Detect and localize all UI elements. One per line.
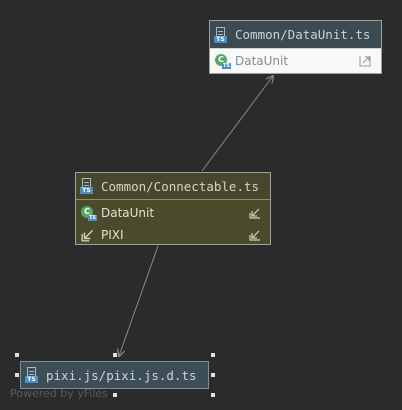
selection-handle[interactable] <box>113 393 117 397</box>
class-export-icon: C TS <box>215 54 231 69</box>
import-arrow-icon <box>249 230 260 241</box>
watermark-text: Powered by yFiles <box>10 387 108 400</box>
node-header: TS pixi.js/pixi.js.d.ts <box>21 362 208 388</box>
edge-connectable-to-dataunit[interactable] <box>201 76 273 172</box>
member-label: DataUnit <box>101 206 155 220</box>
typescript-file-icon: TS <box>214 26 228 43</box>
selection-handle[interactable] <box>15 353 19 357</box>
node-pixi-module[interactable]: TS pixi.js/pixi.js.d.ts <box>20 361 209 389</box>
node-header: TS Common/Connectable.ts <box>76 173 270 200</box>
selection-handle[interactable] <box>211 393 215 397</box>
node-title: Common/Connectable.ts <box>101 178 260 194</box>
node-title: pixi.js/pixi.js.d.ts <box>46 367 197 383</box>
member-row[interactable]: C TS DataUnit <box>210 48 381 73</box>
edge-connectable-to-pixi[interactable] <box>119 245 159 356</box>
import-arrow-icon <box>249 208 260 219</box>
node-header: TS Common/DataUnit.ts <box>210 21 381 48</box>
node-connectable-module[interactable]: TS Common/Connectable.ts C TS DataUnit P… <box>75 172 271 245</box>
member-label: PIXI <box>101 228 124 242</box>
selection-handle[interactable] <box>211 373 215 377</box>
typescript-file-icon: TS <box>25 367 39 383</box>
namespace-import-icon <box>81 229 94 242</box>
node-dataunit-module[interactable]: TS Common/DataUnit.ts C TS DataUnit <box>209 20 382 74</box>
class-import-icon: C TS <box>81 206 97 221</box>
selection-handle[interactable] <box>15 373 19 377</box>
member-label: DataUnit <box>235 54 289 68</box>
selection-handle[interactable] <box>113 353 117 357</box>
typescript-file-icon: TS <box>80 178 94 194</box>
node-title: Common/DataUnit.ts <box>235 27 371 42</box>
member-row[interactable]: PIXI <box>76 224 270 246</box>
selection-handle[interactable] <box>211 353 215 357</box>
member-row[interactable]: C TS DataUnit <box>76 202 270 224</box>
export-arrow-icon <box>359 56 371 67</box>
